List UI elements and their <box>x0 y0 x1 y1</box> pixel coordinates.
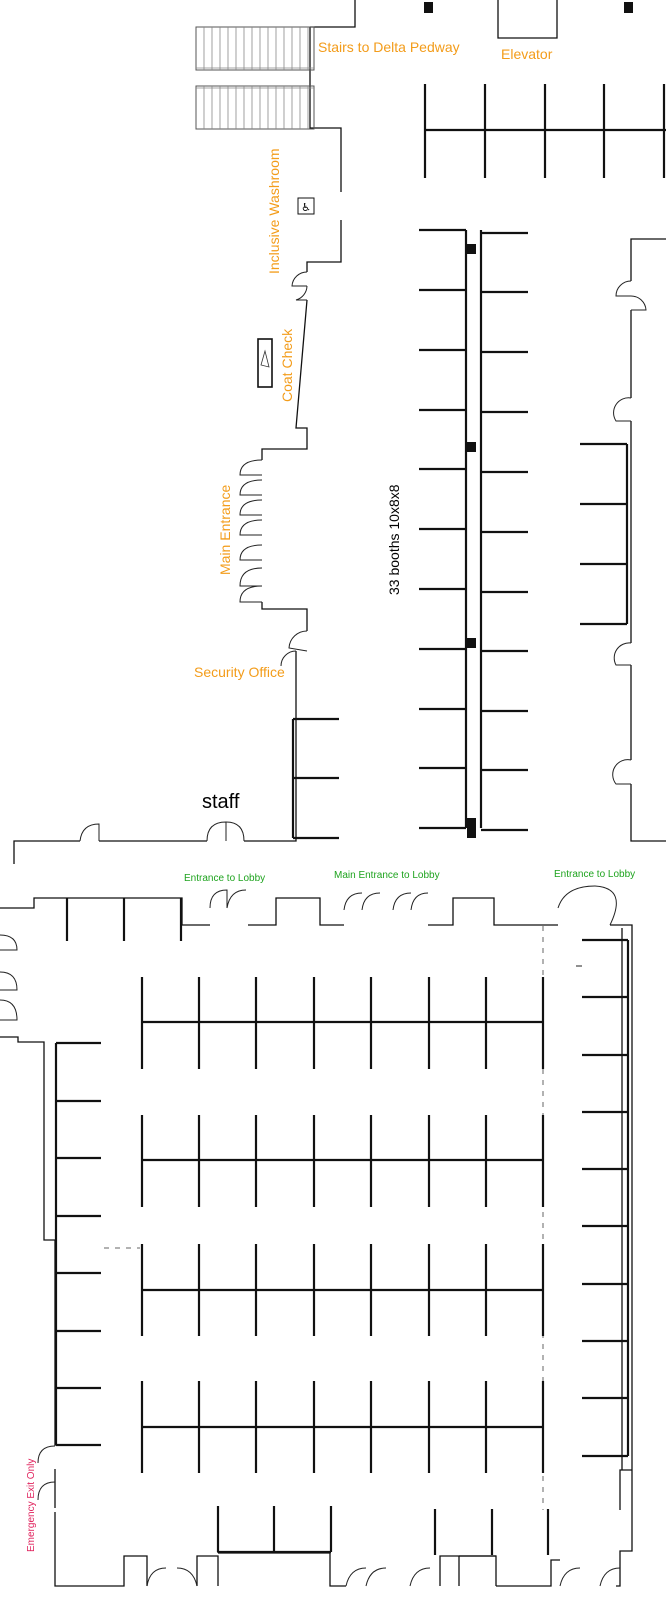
booth-block-lower-top <box>65 898 183 941</box>
booth-rows-center <box>419 228 528 838</box>
security-office-label: Security Office <box>194 664 285 680</box>
coat-hanger-icon <box>257 338 273 388</box>
lower-hall-walls <box>0 897 633 1587</box>
staff-label: staff <box>202 791 240 813</box>
main-entrance-label: Main Entrance <box>217 485 233 575</box>
booth-block-top <box>423 84 666 178</box>
entrance-lobby-right-label: Entrance to Lobby <box>554 869 635 880</box>
booth-rows-lower <box>140 977 545 1473</box>
entrance-lobby-left-label: Entrance to Lobby <box>184 873 265 884</box>
dashed-partitions <box>104 926 582 1510</box>
washroom-label: Inclusive Washroom <box>266 148 282 274</box>
upper-hall-walls <box>13 0 666 864</box>
upper-doors <box>79 271 647 842</box>
accessible-washroom-icon: ♿ <box>297 197 315 215</box>
main-entrance-lobby-label: Main Entrance to Lobby <box>334 870 440 881</box>
booth-block-lower-bottom <box>216 1506 550 1555</box>
elevator-label: Elevator <box>501 46 553 62</box>
emergency-exit-label: Emergency Exit Only <box>26 1459 37 1552</box>
stairs-to-pedway <box>195 26 315 130</box>
svg-text:♿: ♿ <box>301 201 311 214</box>
booth-rows-lower-right <box>582 938 630 1458</box>
booth-rows-right <box>580 442 629 626</box>
lower-doors <box>0 885 621 1587</box>
stairs-label: Stairs to Delta Pedway <box>318 39 460 55</box>
booth-rows-security <box>291 717 339 840</box>
booths-note-label: 33 booths 10x8x8 <box>386 484 402 595</box>
coat-check-label: Coat Check <box>279 328 295 402</box>
booth-rows-lower-left <box>54 1041 101 1447</box>
